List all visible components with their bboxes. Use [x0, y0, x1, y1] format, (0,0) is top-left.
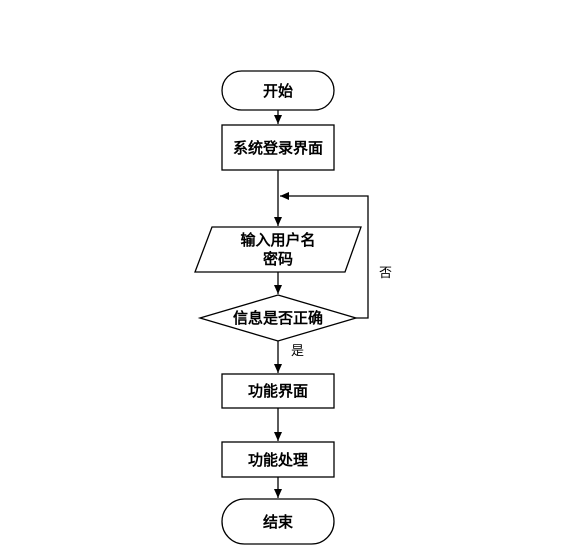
end-label: 结束 [263, 513, 294, 531]
start-terminal [221, 70, 335, 111]
func-proc-process [221, 441, 335, 478]
start-label: 开始 [263, 82, 293, 100]
input-parallelogram [194, 226, 362, 273]
login-process [221, 124, 335, 171]
input-label-line1: 输入用户名 [240, 231, 315, 249]
end-terminal [221, 498, 335, 545]
input-label-line2: 密码 [263, 250, 293, 268]
edge-label-yes: 是 [291, 344, 304, 359]
func-proc-label: 功能处理 [248, 451, 308, 469]
func-ui-label: 功能界面 [248, 382, 308, 400]
login-label: 系统登录界面 [233, 139, 323, 157]
arrow-check-no-loop [280, 192, 369, 319]
edge-label-no: 否 [379, 266, 392, 281]
check-decision [197, 294, 359, 342]
func-ui-process [221, 373, 335, 409]
check-label: 信息是否正确 [233, 309, 323, 327]
